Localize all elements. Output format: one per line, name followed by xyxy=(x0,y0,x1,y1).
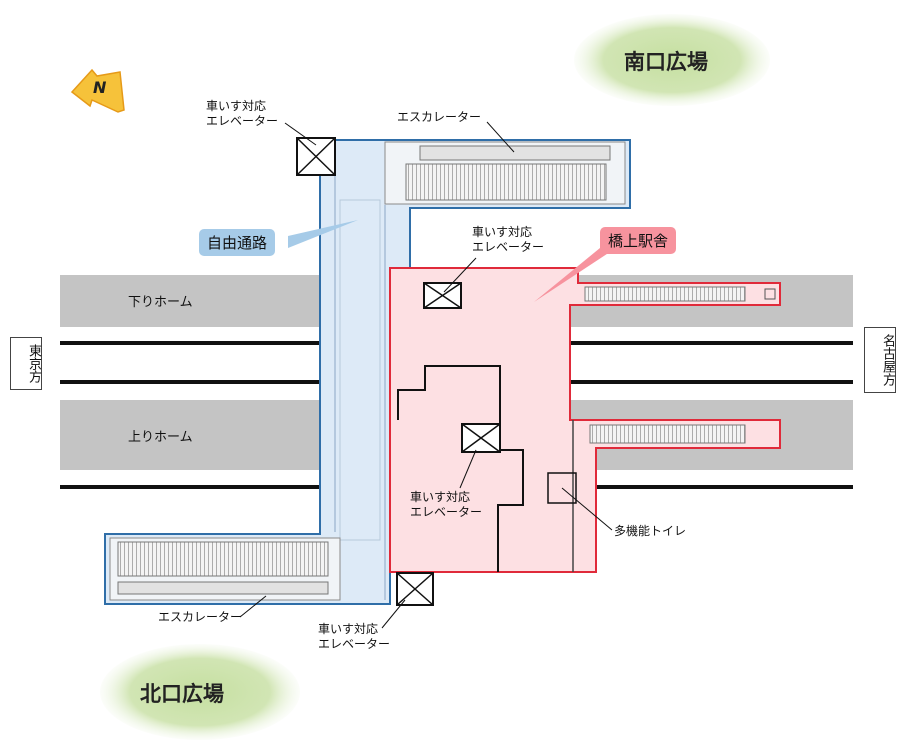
elevator-northwest-label: 車いす対応 エレベーター xyxy=(206,99,279,128)
south-plaza-area xyxy=(574,14,770,106)
up-platform-label: 上りホーム xyxy=(128,430,193,445)
elevator-station-center-label: 車いす対応 エレベーター xyxy=(410,490,483,519)
north-plaza-label: 北口広場 xyxy=(140,682,224,706)
elevator-station-center xyxy=(461,423,501,453)
leader-lines xyxy=(239,121,613,629)
station-building-tag: 橋上駅舎 xyxy=(600,227,677,254)
north-plaza-area xyxy=(100,644,300,740)
station-pointer xyxy=(534,248,616,302)
elevator-southeast-label: 車いす対応 エレベーター xyxy=(318,622,391,651)
upper-escalator-label: エスカレーター xyxy=(397,110,482,124)
toilet-icon xyxy=(547,472,577,504)
station-escalators xyxy=(584,286,776,444)
elevator-southeast xyxy=(396,572,434,606)
free-passage-tag: 自由通路 xyxy=(199,229,276,256)
south-plaza-label: 南口広場 xyxy=(624,50,708,74)
elevator-northwest xyxy=(296,137,336,176)
station-building xyxy=(389,267,781,573)
lower-escalator xyxy=(109,537,341,601)
nagoya-direction: 名古屋方 xyxy=(864,327,896,393)
tokyo-direction: 東京方 xyxy=(10,337,42,390)
elevator-station-top-label: 車いす対応 エレベーター xyxy=(472,225,545,254)
down-platform-label: 下りホーム xyxy=(128,295,193,310)
elevator-station-top xyxy=(423,282,462,309)
free-passage-pointer xyxy=(288,220,358,248)
upper-escalator xyxy=(384,141,626,205)
compass-arrow-icon xyxy=(70,68,125,113)
lower-escalator-label: エスカレーター xyxy=(158,610,243,624)
toilet-label: 多機能トイレ xyxy=(614,524,687,538)
compass-label: N xyxy=(93,78,107,97)
